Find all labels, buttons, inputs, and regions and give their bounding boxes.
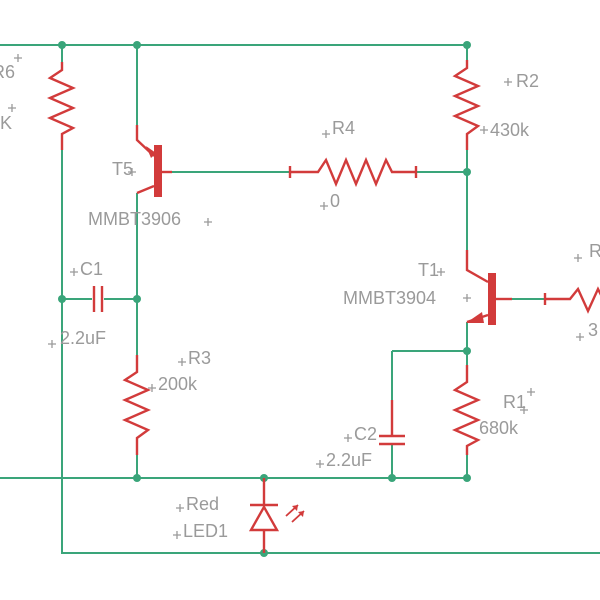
label-origin-marker [527, 388, 535, 396]
junction-dot [463, 41, 471, 49]
label-origin-marker [316, 460, 324, 468]
junction-dot [133, 295, 141, 303]
label-origin-marker [8, 104, 16, 112]
r6-value-label: K [0, 113, 12, 133]
label-origin-marker [148, 384, 156, 392]
capacitor-plate [92, 286, 104, 312]
resistor-r6: R6 K [0, 54, 77, 150]
led-arrowhead [292, 505, 304, 517]
junction-dot [133, 474, 141, 482]
t5-value-label: MMBT3906 [88, 209, 181, 229]
junction-dot [58, 295, 66, 303]
r6-name-label: R6 [0, 62, 15, 82]
r5-value-label: 3 [588, 320, 598, 340]
label-origin-marker [520, 406, 528, 414]
label-origin-marker [574, 254, 582, 262]
label-origin-marker [437, 268, 445, 276]
resistor-r4: R4 0 [288, 118, 418, 211]
label-origin-marker [576, 333, 584, 341]
r1-name-label: R1 [503, 392, 526, 412]
transistor-collector-lead [465, 250, 489, 284]
transistor-base-bar [154, 145, 162, 197]
label-origin-marker [322, 130, 330, 138]
label-origin-marker [204, 218, 212, 226]
resistor-zigzag [545, 286, 600, 314]
transistor-arrow [146, 146, 156, 158]
c1-name-label: C1 [80, 259, 103, 279]
label-origin-marker [128, 168, 136, 176]
c1-value-label: 2.2uF [60, 328, 106, 348]
transistor-arrow [466, 312, 484, 323]
led-triangle [248, 504, 280, 532]
resistor-zigzag [451, 60, 482, 150]
wire-r6-left-rail [61, 150, 600, 554]
r3-value-label: 200k [158, 374, 198, 394]
junction-dot [133, 41, 141, 49]
led1-value-label: Red [186, 494, 219, 514]
r1-value-label: 680k [479, 418, 519, 438]
resistor-zigzag [451, 365, 482, 455]
r5-name-label: R [589, 241, 600, 261]
label-origin-marker [320, 202, 328, 210]
junction-dot [388, 474, 396, 482]
label-origin-marker [504, 78, 512, 86]
junctions [58, 41, 471, 557]
junction-dot [58, 41, 66, 49]
resistor-end-tick [288, 166, 418, 178]
capacitor-c2: C2 2.2uF [316, 400, 405, 470]
junction-dot [463, 168, 471, 176]
r4-value-label: 0 [330, 191, 340, 211]
transistor-t1: T1 MMBT3904 [343, 250, 512, 325]
resistor-r3: R3 200k [121, 348, 211, 455]
r3-name-label: R3 [188, 348, 211, 368]
capacitor-plate [379, 434, 405, 446]
wire-c2-top [391, 350, 467, 400]
resistor-r1: R1 680k [451, 365, 535, 455]
label-origin-marker [14, 54, 22, 62]
resistor-zigzag [121, 355, 152, 455]
transistor-base-bar [488, 273, 496, 325]
label-origin-marker [178, 358, 186, 366]
transistor-t5: T5 MMBT3906 [88, 125, 212, 229]
resistor-r2: R2 430k [451, 60, 539, 150]
transistor-collector-lead [136, 184, 155, 195]
label-origin-marker [463, 294, 471, 302]
r2-name-label: R2 [516, 71, 539, 91]
label-origin-marker [480, 126, 488, 134]
resistor-zigzag [46, 62, 77, 150]
c2-name-label: C2 [354, 424, 377, 444]
t1-name-label: T1 [418, 260, 439, 280]
capacitor-c1: C1 2.2uF [48, 259, 106, 348]
label-origin-marker [70, 268, 78, 276]
t5-name-label: T5 [112, 159, 133, 179]
label-origin-marker [344, 434, 352, 442]
resistor-r5: R 3 [543, 241, 600, 341]
t1-value-label: MMBT3904 [343, 288, 436, 308]
label-origin-marker [48, 340, 56, 348]
resistor-zigzag [290, 156, 416, 188]
led1-name-label: LED1 [183, 521, 228, 541]
r4-name-label: R4 [332, 118, 355, 138]
c2-value-label: 2.2uF [326, 450, 372, 470]
r2-value-label: 430k [490, 120, 530, 140]
label-origin-marker [176, 504, 184, 512]
led-led1: Red LED1 [173, 478, 305, 553]
junction-dot [463, 347, 471, 355]
label-origin-marker [173, 531, 181, 539]
junction-dot [463, 474, 471, 482]
